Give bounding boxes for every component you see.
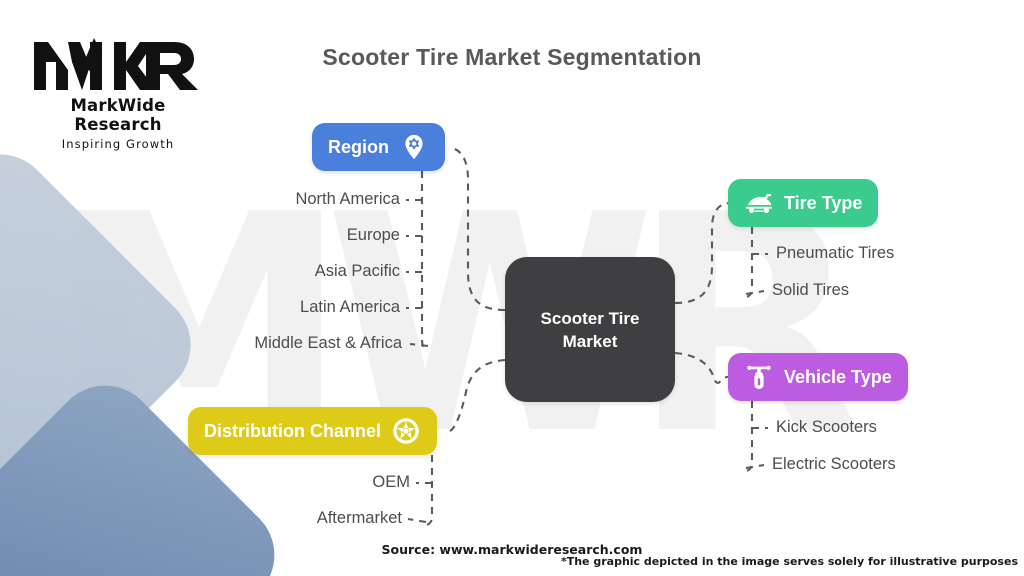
connector-center-region: [451, 146, 506, 312]
branch-pill-vehicle-type[interactable]: Vehicle Type: [728, 353, 908, 401]
scooter-side-icon: [744, 188, 774, 218]
footer-disclaimer: *The graphic depicted in the image serve…: [560, 555, 1018, 568]
moped-front-icon: [744, 362, 774, 392]
branch-label-vehicle-type: Vehicle Type: [784, 366, 892, 387]
tick-region-4: [409, 342, 429, 348]
leaf-vehicle-type-kick-scooters: Kick Scooters: [776, 418, 877, 436]
page-title: Scooter Tire Market Segmentation: [322, 44, 702, 70]
center-node-scooter-tire-market[interactable]: Scooter Tire Market: [505, 257, 675, 402]
leaf-tire-type-pneumatic-tires: Pneumatic Tires: [776, 244, 895, 262]
leaf-region-middle-east-africa: Middle East & Africa: [254, 334, 402, 352]
footer-source: Source: www.markwideresearch.com: [381, 542, 643, 557]
connector-center-vehicletype: [674, 351, 729, 384]
branch-pill-distribution-channel[interactable]: Distribution Channel: [188, 407, 437, 455]
logo-company-name: MarkWide Research: [70, 96, 166, 134]
connector-center-tiretype: [674, 201, 729, 305]
branch-label-region: Region: [328, 136, 389, 157]
logo-tagline: Inspiring Growth: [61, 137, 175, 151]
tick-vehicletype-1: [745, 463, 765, 470]
spine-region: [420, 171, 429, 351]
leaf-tire-type-solid-tires: Solid Tires: [772, 281, 850, 299]
leaf-region-latin-america: Latin America: [300, 298, 400, 316]
wheel-icon: [391, 416, 421, 446]
tick-tiretype-1: [745, 289, 765, 296]
center-node-label: Scooter Tire Market: [541, 307, 640, 353]
leaf-region-north-america: North America: [295, 190, 400, 208]
leaf-distribution-oem: OEM: [372, 473, 410, 491]
center-node-line1: Scooter Tire: [540, 308, 640, 328]
spine-tiretype: [745, 227, 754, 299]
leaf-distribution-aftermarket: Aftermarket: [316, 509, 402, 527]
leaf-region-asia-pacific: Asia Pacific: [314, 262, 400, 280]
leaf-region-europe: Europe: [346, 226, 400, 244]
branch-label-distribution-channel: Distribution Channel: [204, 420, 381, 441]
spine-vehicletype: [745, 401, 754, 473]
leaf-vehicle-type-electric-scooters: Electric Scooters: [772, 455, 896, 473]
mwr-monogram-icon: [34, 38, 198, 90]
brand-logo: MarkWide Research Inspiring Growth: [28, 32, 208, 151]
branch-pill-tire-type[interactable]: Tire Type: [728, 179, 879, 227]
branch-label-tire-type: Tire Type: [784, 192, 863, 213]
tick-distribution-1: [407, 517, 427, 524]
center-node-line2: Market: [562, 331, 618, 351]
spine-distribution: [425, 455, 434, 527]
connector-center-distribution: [449, 358, 506, 432]
branch-pill-region[interactable]: Region: [312, 123, 445, 171]
map-pin-gear-icon: [399, 132, 429, 162]
